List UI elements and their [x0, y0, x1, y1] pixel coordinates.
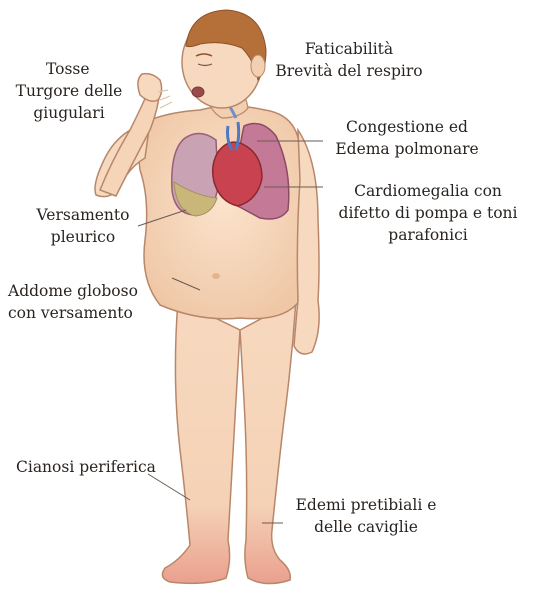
label-cardiomegalia-line2: difetto di pompa e toni: [322, 202, 534, 224]
label-cardiomegalia-line3: parafonici: [322, 224, 534, 246]
label-congestione-line1: Congestione ed: [322, 116, 492, 138]
label-turgore-line2: giugulari: [8, 102, 130, 124]
label-versamento-line1: Versamento: [28, 204, 138, 226]
label-edemi-line1: Edemi pretibiali e: [286, 494, 446, 516]
hand: [138, 74, 162, 102]
label-faticabilita: Faticabilità Brevità del respiro: [264, 38, 434, 82]
label-turgore-giugulari: Turgore delle giugulari: [8, 80, 130, 124]
label-edemi-line2: delle caviglie: [286, 516, 446, 538]
navel: [212, 273, 220, 279]
ear: [251, 55, 265, 77]
label-cianosi-text: Cianosi periferica: [16, 456, 156, 478]
label-congestione-line2: Edema polmonare: [322, 138, 492, 160]
label-tosse: Tosse: [46, 58, 90, 80]
coughing-mouth: [192, 87, 204, 97]
label-faticabilita-text: Faticabilità: [264, 38, 434, 60]
label-addome-globoso: Addome globoso con versamento: [8, 280, 138, 324]
left-leg: [240, 300, 296, 584]
label-congestione-edema: Congestione ed Edema polmonare: [322, 116, 492, 160]
label-versamento-line2: pleurico: [28, 226, 138, 248]
label-versamento-pleurico: Versamento pleurico: [28, 204, 138, 248]
label-cardiomegalia-line1: Cardiomegalia con: [322, 180, 534, 202]
label-addome-line1: Addome globoso: [8, 280, 138, 302]
right-leg: [162, 300, 240, 583]
label-turgore-line1: Turgore delle: [8, 80, 130, 102]
label-brevita-text: Brevità del respiro: [264, 60, 434, 82]
label-cianosi-periferica: Cianosi periferica: [16, 456, 156, 478]
label-cardiomegalia: Cardiomegalia con difetto di pompa e ton…: [322, 180, 534, 246]
label-edemi-pretibiali: Edemi pretibiali e delle caviglie: [286, 494, 446, 538]
label-tosse-text: Tosse: [46, 58, 90, 80]
label-addome-line2: con versamento: [8, 302, 138, 324]
